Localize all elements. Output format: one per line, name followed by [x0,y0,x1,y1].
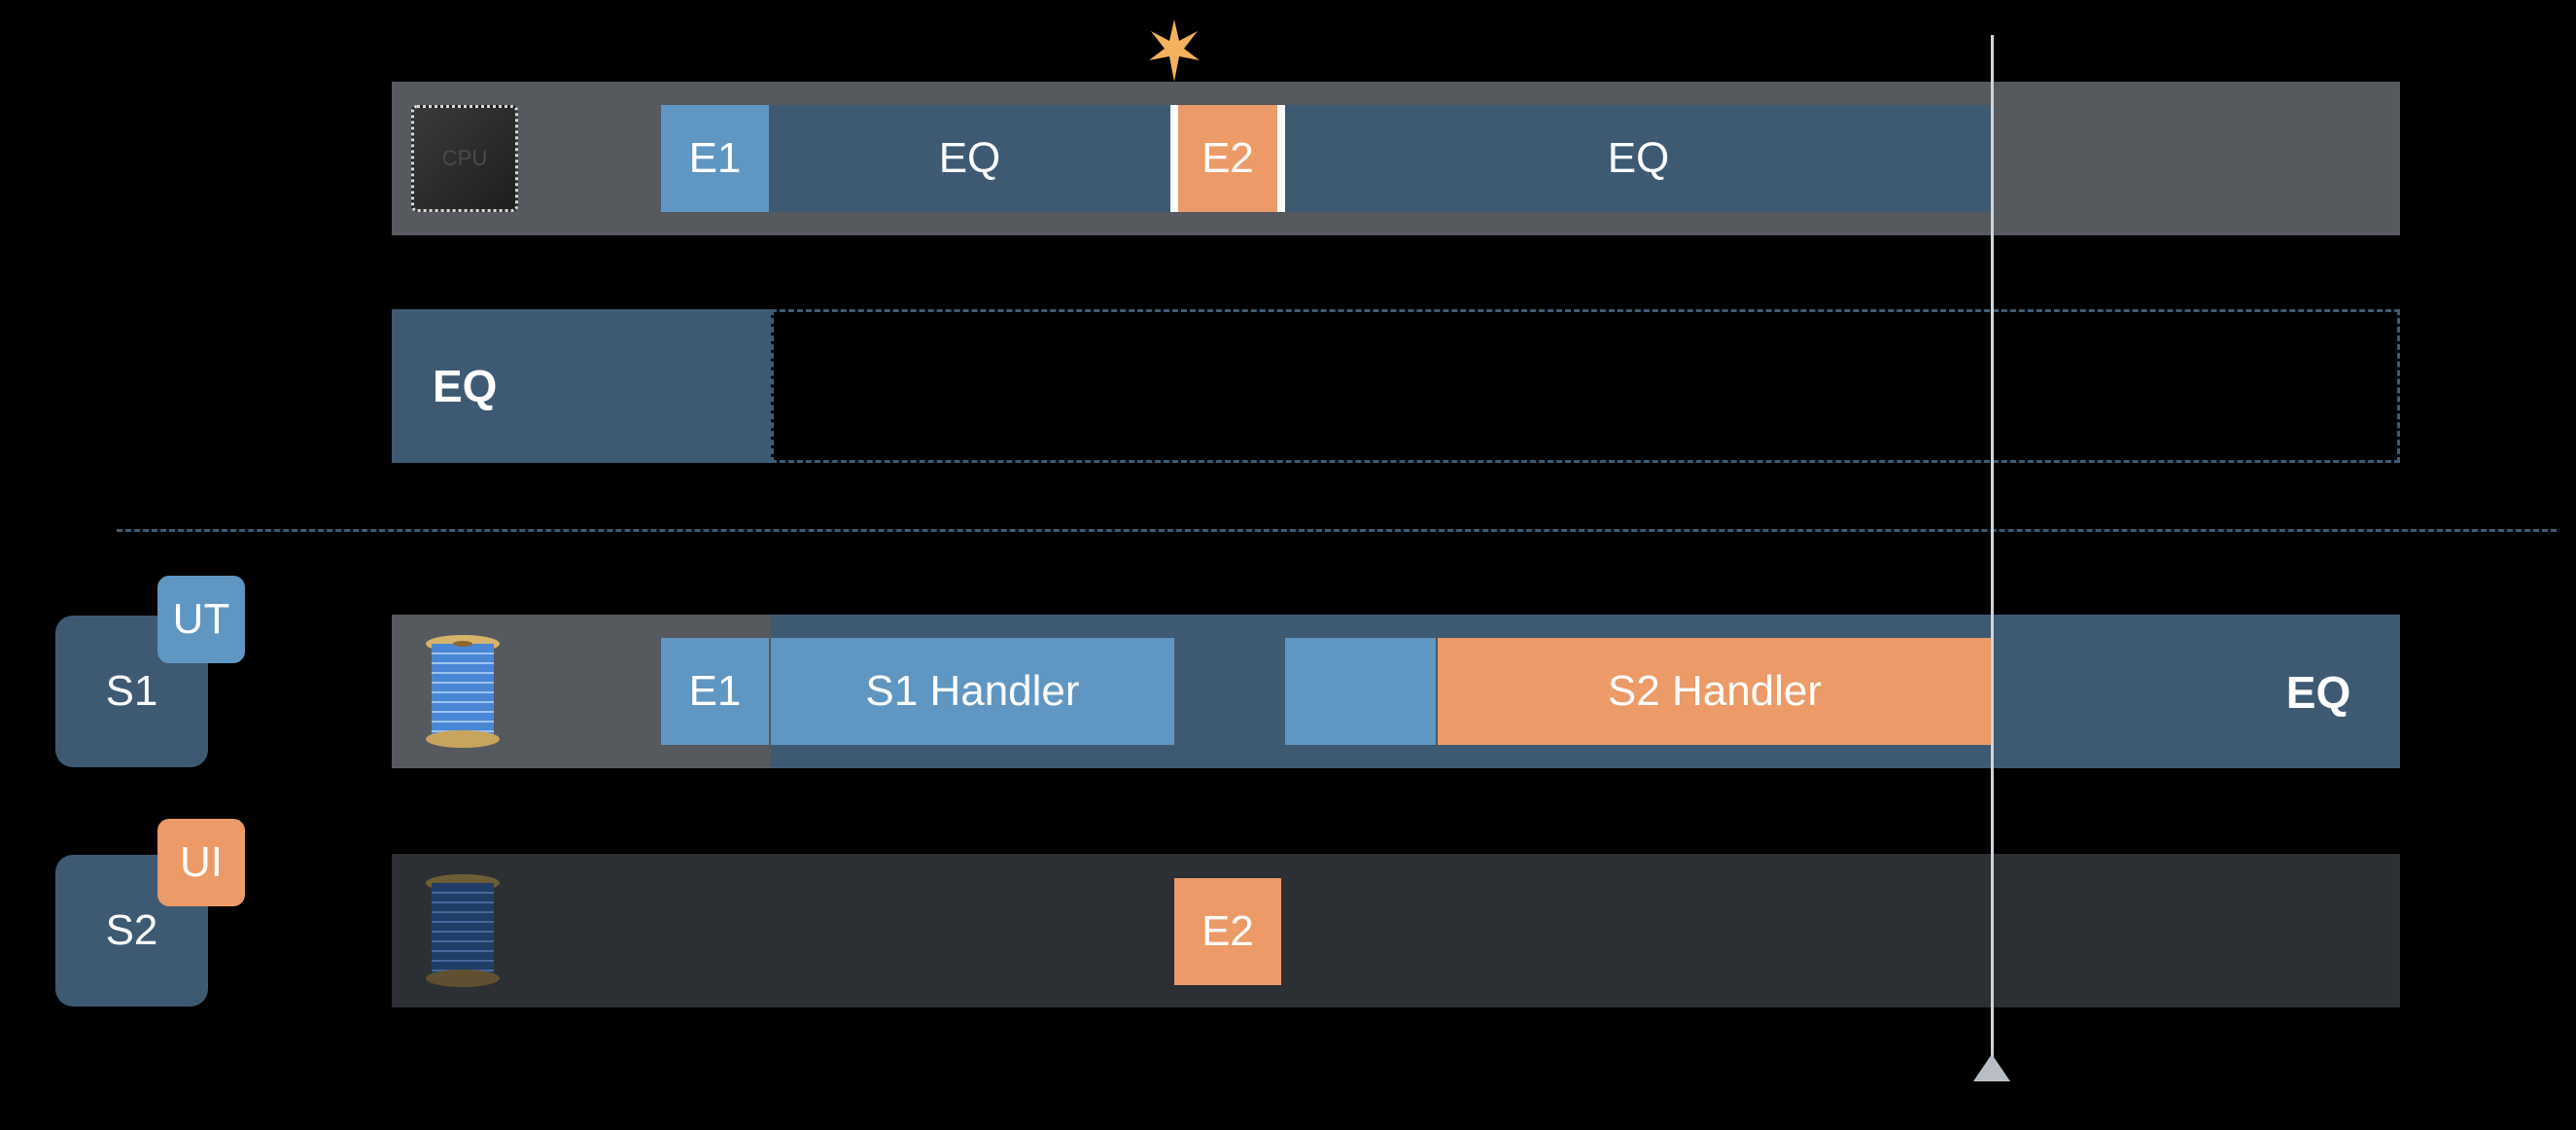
queue-eq-block: EQ [392,309,771,463]
cpu-chip-label: CPU [441,146,488,170]
source-s2-label: S2 [105,906,158,954]
thread2-e2-label: E2 [1201,907,1254,955]
thread2-lane [392,854,2400,1007]
source-s2-badge-label: UI [180,838,223,886]
cpu-eq-label-a: EQ [938,134,1001,182]
source-s1-badge-label: UT [172,595,230,643]
queue-eq-label: EQ [433,361,498,411]
cpu-eq-label-b: EQ [1607,134,1670,182]
s1-handler-continuation [1285,638,1436,745]
cpu-eq-block-a: EQ [769,105,1170,212]
cpu-eq-block-b: EQ [1285,105,1992,212]
s1-handler-label: S1 Handler [865,667,1080,715]
thread1-e1-label: E1 [688,667,742,715]
source-s1-badge: UT [157,576,245,663]
source-s2-badge: UI [157,819,245,906]
thread1-eq-text: EQ [2285,667,2351,718]
s2-handler-block: S2 Handler [1438,638,1992,745]
cpu-e2-label: E2 [1201,134,1254,182]
cpu-chip-icon: CPU [411,105,518,212]
queue-empty-slot [771,309,2400,463]
section-divider [117,529,2557,532]
cpu-e1-label: E1 [688,134,742,182]
s2-handler-label: S2 Handler [1607,667,1823,715]
cpu-e1-block: E1 [661,105,769,212]
spool-icon [424,634,502,749]
playhead-triangle-icon[interactable] [1971,1052,2012,1083]
thread2-e2-block: E2 [1174,878,1281,985]
source-s1: S1 [55,616,208,767]
s1-handler-block: S1 Handler [771,638,1174,745]
source-s1-label: S1 [105,667,158,715]
playhead-line [1991,35,1994,1064]
thread1-e1-block: E1 [661,638,769,745]
spool-icon [424,873,502,988]
thread1-eq-label: EQ [2265,653,2372,731]
cpu-e2-block: E2 [1170,105,1285,212]
star-icon [1147,18,1201,84]
